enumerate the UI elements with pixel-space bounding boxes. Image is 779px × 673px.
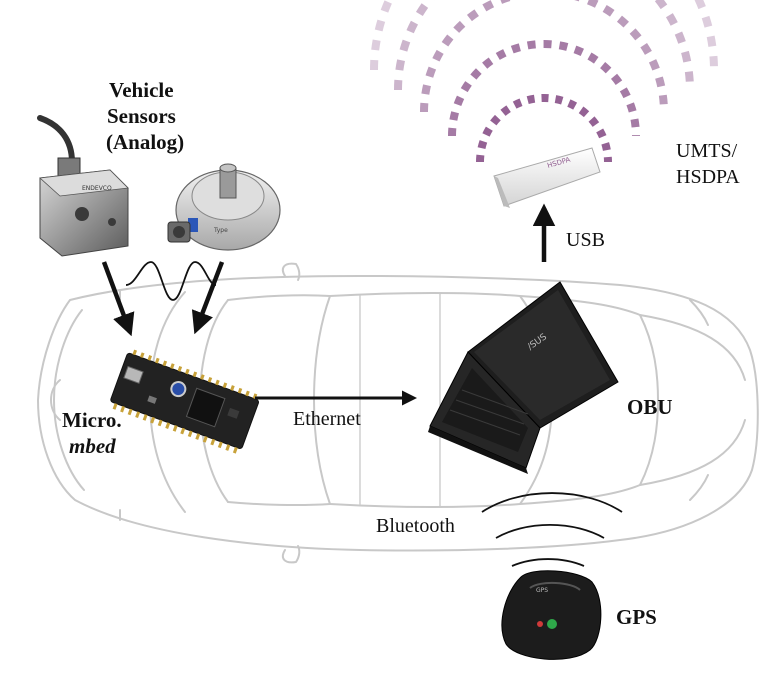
umts-label-line2: HSDPA (676, 166, 740, 188)
wireless-signal-icon (370, 0, 718, 163)
bluetooth-waves-icon (481, 492, 623, 567)
laptop-icon: /SUS (428, 281, 619, 474)
ethernet-label: Ethernet (293, 408, 361, 430)
gps-device-icon: GPS (501, 570, 602, 660)
svg-text:ENDEVCO: ENDEVCO (82, 185, 112, 192)
sensors-label-line2: Sensors (107, 104, 176, 128)
gps-label: GPS (616, 605, 657, 629)
rotary-encoder-icon: Type (167, 163, 281, 251)
svg-text:GPS: GPS (536, 587, 548, 594)
umts-label-line1: UMTS/ (676, 140, 738, 162)
mbed-board-icon (110, 349, 259, 454)
sensors-label-line1: Vehicle (109, 78, 174, 102)
usb-label: USB (566, 229, 605, 251)
svg-text:Type: Type (213, 227, 228, 234)
micro-label-line2: mbed (69, 434, 116, 458)
sensor-arrow-right (191, 261, 225, 335)
sensor-arrow-left (101, 261, 135, 337)
sensors-label-line3: (Analog) (106, 130, 185, 154)
bluetooth-label: Bluetooth (376, 515, 455, 537)
micro-label-line1: Micro. (62, 408, 122, 432)
accelerometer-sensor-icon: ENDEVCO (37, 115, 129, 257)
analog-signal-wave (125, 261, 217, 301)
usb-modem-icon: HSDPA (493, 147, 601, 208)
obu-label: OBU (627, 395, 673, 419)
